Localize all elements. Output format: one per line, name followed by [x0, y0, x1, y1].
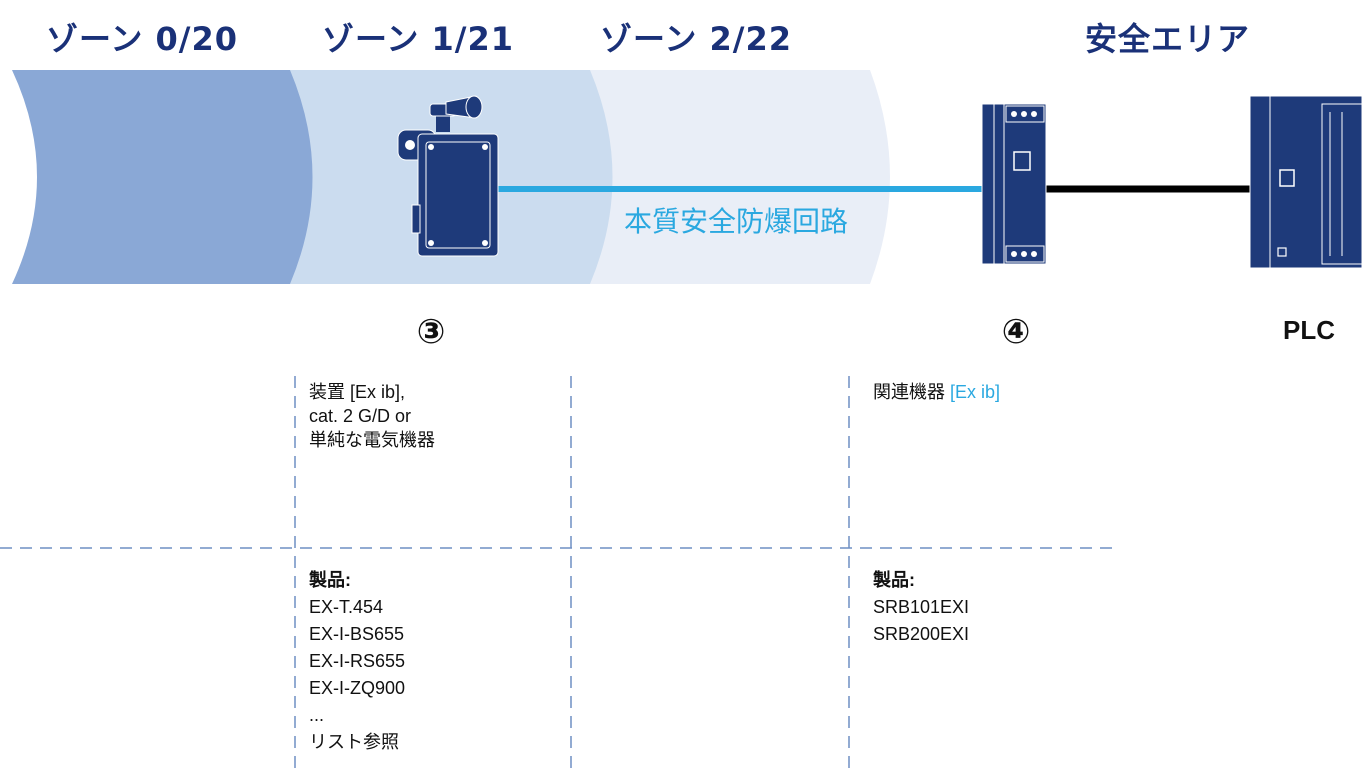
device-3-desc-line-2: cat. 2 G/D or	[309, 406, 412, 426]
device-3-products: 製品: EX-T.454 EX-I-BS655 EX-I-RS655 EX-I-…	[309, 567, 405, 756]
device-4-desc: 関連機器	[873, 382, 945, 402]
device-4-desc-accent: [Ex ib]	[950, 382, 1001, 402]
product-item: EX-I-BS655	[309, 624, 405, 644]
product-item: SRB101EXI	[873, 597, 970, 617]
device-3-description: 装置 [Ex ib], cat. 2 G/D or 単純な電気機器	[309, 380, 435, 452]
product-item: EX-I-ZQ900	[309, 678, 406, 698]
zone-0-band	[12, 70, 313, 284]
marker-4: ④	[1001, 312, 1031, 352]
safe-area-title: 安全エリア	[1085, 20, 1251, 58]
zone-2-title: ゾーン 2/22	[600, 20, 793, 58]
plc-label: PLC	[1283, 315, 1335, 345]
zone-2-band	[560, 70, 890, 284]
product-item: EX-T.454	[309, 597, 384, 617]
safety-relay-icon	[981, 103, 1047, 265]
zone-1-title: ゾーン 1/21	[322, 20, 515, 58]
marker-3: ③	[416, 312, 446, 352]
product-ellipsis: ...	[309, 705, 325, 725]
table-grid	[0, 376, 1112, 770]
device-3-desc-line-3: 単純な電気機器	[309, 430, 435, 450]
device-3-products-heading: 製品:	[309, 570, 351, 590]
see-list-link: リスト参照	[309, 732, 399, 752]
product-item: EX-I-RS655	[309, 651, 406, 671]
limit-switch-icon	[397, 95, 499, 257]
plc-icon	[1249, 95, 1362, 269]
zone-0-title: ゾーン 0/20	[46, 20, 239, 58]
device-4-products-heading: 製品:	[873, 570, 915, 590]
device-4-products: 製品: SRB101EXI SRB200EXI	[873, 567, 969, 648]
device-3-desc-line-1: 装置 [Ex ib],	[309, 382, 406, 402]
circuit-label: 本質安全防爆回路	[624, 205, 849, 238]
device-4-description: 関連機器 [Ex ib]	[873, 380, 1000, 404]
product-item: SRB200EXI	[873, 624, 970, 644]
